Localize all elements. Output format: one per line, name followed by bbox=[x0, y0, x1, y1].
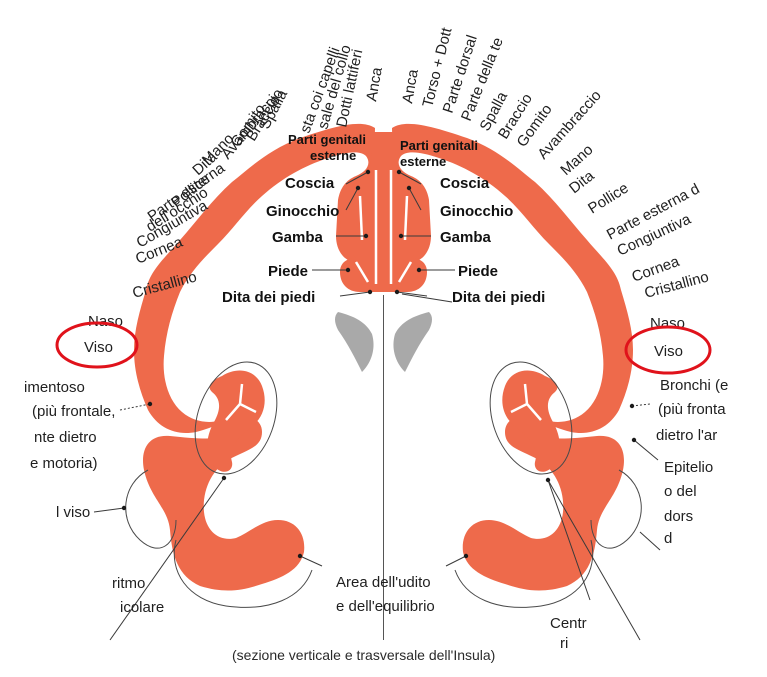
left-side-labels: imentoso (più frontale, nte dietro e mot… bbox=[24, 379, 164, 616]
medial-left-labels: Parti genitali esterne Coscia Ginocchio … bbox=[222, 132, 366, 306]
right-side-label: o del bbox=[664, 483, 697, 500]
medial-label: Gamba bbox=[272, 229, 324, 246]
left-side-label: ritmo bbox=[112, 575, 145, 592]
medial-label: esterne bbox=[400, 154, 446, 169]
medial-label: Ginocchio bbox=[440, 203, 513, 220]
left-hemisphere-cortex bbox=[134, 123, 384, 591]
medial-label: Parti genitali bbox=[400, 138, 478, 153]
right-cortex-outer-band bbox=[392, 123, 633, 591]
left-side-label: nte dietro bbox=[34, 429, 97, 446]
medial-label: esterne bbox=[310, 148, 356, 163]
right-hemisphere-cortex bbox=[383, 123, 633, 591]
left-inner-fold bbox=[183, 168, 351, 409]
medial-label: Piede bbox=[268, 263, 308, 280]
viso-right-highlight bbox=[624, 325, 712, 375]
left-cortex-outer-band bbox=[134, 123, 375, 591]
right-insula-fold bbox=[510, 383, 542, 421]
viso-left-label: Viso bbox=[84, 339, 113, 356]
left-medial-gap bbox=[354, 170, 378, 284]
left-insula bbox=[207, 370, 265, 472]
medial-label: Coscia bbox=[285, 175, 335, 192]
leader-dots bbox=[121, 169, 637, 559]
left-auditory-outline bbox=[173, 539, 313, 608]
medial-label: Coscia bbox=[440, 175, 490, 192]
medial-right-labels: Parti genitali esterne Coscia Ginocchio … bbox=[400, 138, 545, 306]
left-label: Anca bbox=[363, 65, 386, 102]
left-side-label: imentoso bbox=[24, 379, 85, 396]
right-side-label: dietro l'ar bbox=[656, 427, 717, 444]
right-insula-outline bbox=[489, 361, 573, 475]
right-side-label: Centr bbox=[550, 615, 587, 632]
leader-lines bbox=[93, 171, 661, 641]
viso-left-highlight bbox=[55, 321, 139, 369]
right-medial-gap bbox=[389, 170, 413, 284]
right-auditory-outline bbox=[454, 539, 594, 608]
medial-label: Gamba bbox=[440, 229, 492, 246]
medial-label: Ginocchio bbox=[266, 203, 339, 220]
right-side-label: ri bbox=[560, 635, 568, 652]
left-side-label: (più frontale, bbox=[32, 403, 115, 420]
medial-label: Dita dei piedi bbox=[452, 289, 545, 306]
right-label: Anca bbox=[399, 67, 422, 104]
left-insula-outline bbox=[194, 361, 278, 475]
right-side-label: (più fronta bbox=[658, 401, 726, 418]
left-side-label: l viso bbox=[56, 504, 90, 521]
left-side-label: e motoria) bbox=[30, 455, 98, 472]
area-label-line1: Area dell'udito bbox=[336, 574, 431, 591]
medial-label: Parti genitali bbox=[288, 132, 366, 147]
left-ventricle bbox=[335, 312, 374, 372]
medial-label: Piede bbox=[458, 263, 498, 280]
right-side-label: Epitelio bbox=[664, 459, 713, 476]
right-label: Pollice bbox=[585, 180, 631, 218]
right-ventricle bbox=[393, 312, 432, 372]
viso-right-label: Viso bbox=[654, 343, 683, 360]
left-side-label: icolare bbox=[120, 599, 164, 616]
right-side-label: d bbox=[664, 530, 672, 547]
area-label-line2: e dell'equilibrio bbox=[336, 598, 435, 615]
right-inner-fold bbox=[416, 168, 584, 409]
left-insula-fold bbox=[225, 383, 257, 421]
medial-label: Dita dei piedi bbox=[222, 289, 315, 306]
right-lower-outline bbox=[590, 469, 642, 549]
figure-caption: (sezione verticale e trasversale dell'In… bbox=[232, 647, 495, 663]
right-insula bbox=[502, 370, 560, 472]
right-side-label: dors bbox=[664, 508, 693, 525]
right-side-label: Bronchi (e bbox=[660, 377, 728, 394]
right-side-labels: Bronchi (e (più fronta dietro l'ar Epite… bbox=[550, 377, 728, 652]
left-lower-outline bbox=[125, 469, 177, 549]
